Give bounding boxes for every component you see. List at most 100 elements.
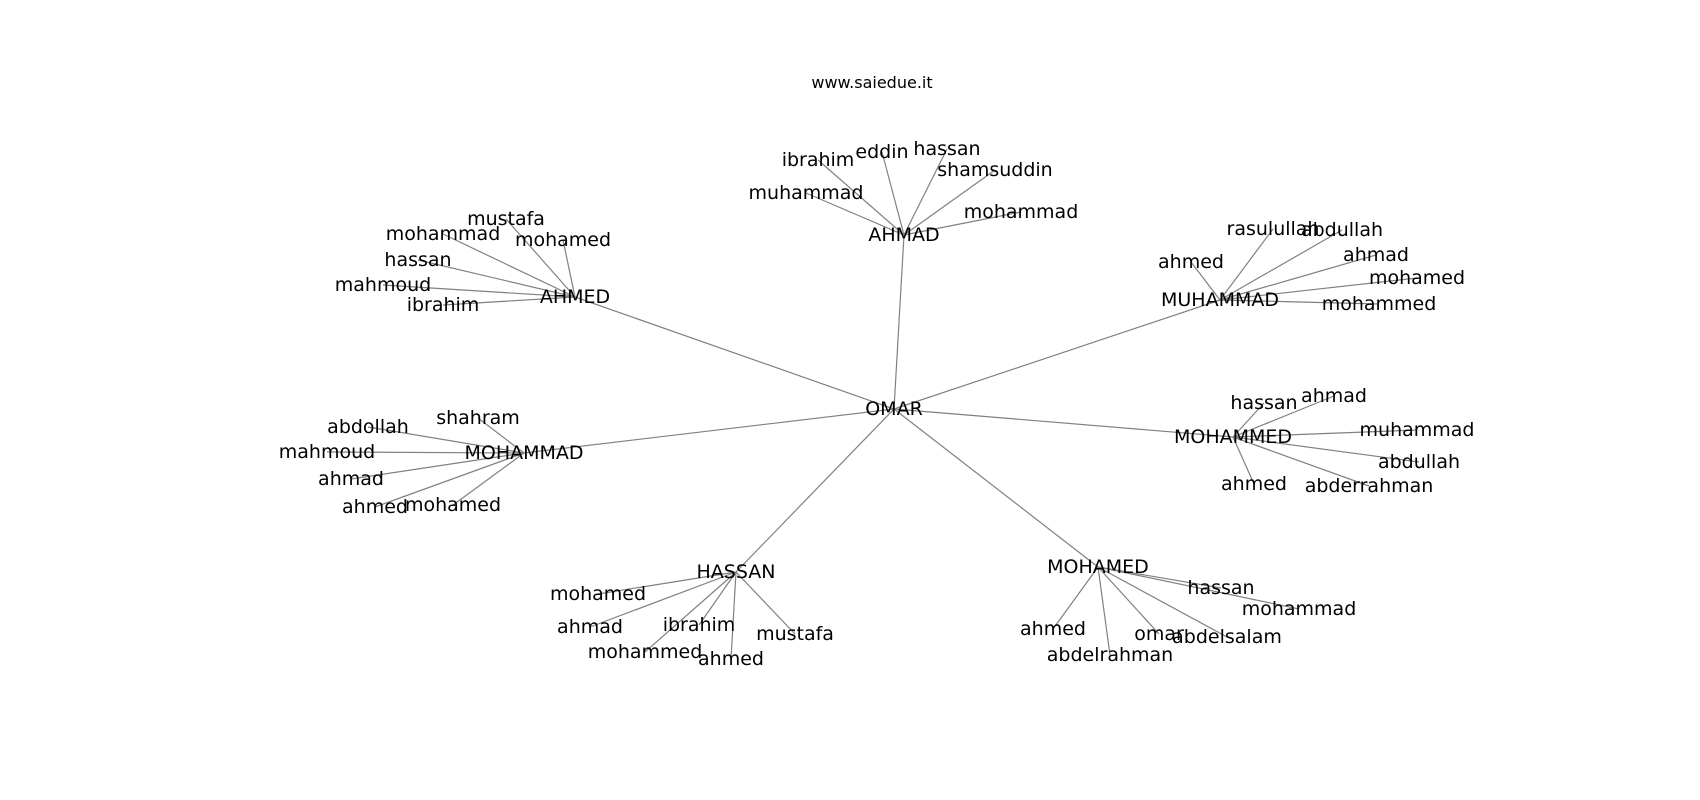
edge-group-to-child	[417, 259, 576, 298]
group-node-label: AHMAD	[868, 224, 939, 246]
edge-root-to-group	[893, 408, 1234, 438]
child-node-label: ahmad	[1343, 244, 1409, 266]
child-node-label: abdullah	[1301, 219, 1383, 241]
child-node-label: ibrahim	[407, 294, 480, 316]
child-node-label: muhammad	[1360, 419, 1475, 441]
root-node-label: OMAR	[865, 398, 923, 420]
edge-group-to-child	[881, 151, 905, 236]
child-node-label: ibrahim	[663, 614, 736, 636]
child-node-label: shahram	[436, 407, 520, 429]
edge-group-to-child	[1232, 429, 1418, 438]
edge-group-to-child	[1097, 566, 1222, 589]
child-node-label: hassan	[1230, 392, 1297, 414]
child-node-label: ahmed	[1020, 618, 1086, 640]
group-node-label: HASSAN	[697, 561, 776, 583]
child-node-label: ahmad	[318, 468, 384, 490]
child-node-label: hassan	[384, 249, 451, 271]
child-node-label: mohammad	[1242, 598, 1357, 620]
edge-root-to-group	[735, 408, 895, 573]
edge-group-to-child	[1219, 229, 1343, 301]
group-node-label: AHMED	[540, 286, 610, 308]
child-node-label: ahmad	[1301, 385, 1367, 407]
edge-root-to-group	[523, 408, 895, 454]
edge-group-to-child	[903, 211, 1022, 236]
child-node-label: ahmed	[1158, 251, 1224, 273]
edge-group-to-child	[903, 148, 948, 236]
edge-group-to-child	[1219, 254, 1377, 301]
edge-group-to-child	[452, 452, 525, 506]
group-node-label: MOHAMED	[1047, 556, 1149, 578]
edge-group-to-child	[1097, 566, 1300, 610]
child-node-label: mohammed	[588, 641, 703, 663]
edge-root-to-group	[893, 299, 1221, 410]
child-node-label: hassan	[913, 138, 980, 160]
edge-group-to-child	[442, 296, 576, 306]
edge-group-to-child	[477, 417, 525, 454]
edge-group-to-child	[1097, 566, 1111, 656]
edge-group-to-child	[326, 451, 525, 454]
edge-group-to-child	[367, 426, 525, 454]
child-node-label: ahmed	[1221, 473, 1287, 495]
child-node-label: hassan	[1187, 577, 1254, 599]
group-node-label: MOHAMMAD	[464, 442, 583, 464]
child-node-label: muhammad	[749, 182, 864, 204]
edge-group-to-child	[1232, 436, 1420, 463]
child-node-label: abdullah	[1378, 451, 1460, 473]
edge-group-to-child	[730, 571, 737, 660]
child-node-label: mustafa	[467, 208, 545, 230]
edge-group-to-child	[1232, 436, 1255, 485]
child-node-label: mohamed	[1369, 267, 1465, 289]
edge-group-to-child	[1219, 299, 1380, 305]
edge-group-to-child	[1232, 402, 1265, 438]
edge-group-to-child	[382, 284, 576, 298]
edge-root-to-group	[893, 234, 905, 410]
group-node-label: MOHAMMED	[1174, 426, 1292, 448]
edge-group-to-child	[1190, 261, 1221, 301]
edge-group-to-child	[589, 571, 737, 628]
group-node-label: MUHAMMAD	[1161, 289, 1279, 311]
child-node-label: mohammad	[386, 223, 501, 245]
edge-group-to-child	[1097, 566, 1160, 635]
edge-group-to-child	[442, 233, 576, 298]
edge-group-to-child	[1232, 395, 1335, 438]
child-node-label: mohamed	[405, 494, 501, 516]
child-node-label: abdelrahman	[1047, 644, 1173, 666]
edge-group-to-child	[350, 452, 525, 480]
edge-root-to-group	[893, 408, 1099, 568]
edge-root-to-group	[574, 296, 895, 410]
child-node-label: mustafa	[756, 623, 834, 645]
child-node-label: ahmed	[342, 496, 408, 518]
edges-layer	[326, 148, 1420, 660]
child-node-label: omar	[1134, 623, 1184, 645]
child-node-label: shamsuddin	[937, 159, 1052, 181]
child-node-label: ibrahim	[782, 149, 855, 171]
child-node-label: abdollah	[327, 416, 409, 438]
site-title: www.saiedue.it	[811, 73, 932, 92]
edge-group-to-child	[1052, 566, 1099, 630]
edge-group-to-child	[1097, 566, 1228, 638]
edge-group-to-child	[805, 192, 905, 236]
child-node-label: abdelsalam	[1172, 626, 1282, 648]
edge-group-to-child	[1219, 228, 1274, 301]
child-node-label: mohamed	[550, 583, 646, 605]
edge-group-to-child	[505, 218, 576, 298]
edge-group-to-child	[817, 159, 905, 236]
edge-group-to-child	[698, 571, 737, 626]
edge-group-to-child	[1232, 436, 1370, 487]
edge-group-to-child	[1219, 277, 1418, 301]
child-node-label: abderrahman	[1305, 475, 1434, 497]
edge-group-to-child	[644, 571, 737, 653]
edge-group-to-child	[597, 571, 737, 595]
child-node-label: mahmoud	[335, 274, 431, 296]
child-node-label: mahmoud	[279, 441, 375, 463]
edge-group-to-child	[562, 239, 576, 298]
edge-group-to-child	[903, 169, 996, 236]
child-node-label: mohammad	[964, 201, 1079, 223]
child-node-label: ahmad	[557, 616, 623, 638]
child-node-label: mohamed	[515, 229, 611, 251]
child-node-label: mohammed	[1322, 293, 1437, 315]
child-node-label: rasulullah	[1227, 218, 1320, 240]
edge-group-to-child	[735, 571, 796, 635]
